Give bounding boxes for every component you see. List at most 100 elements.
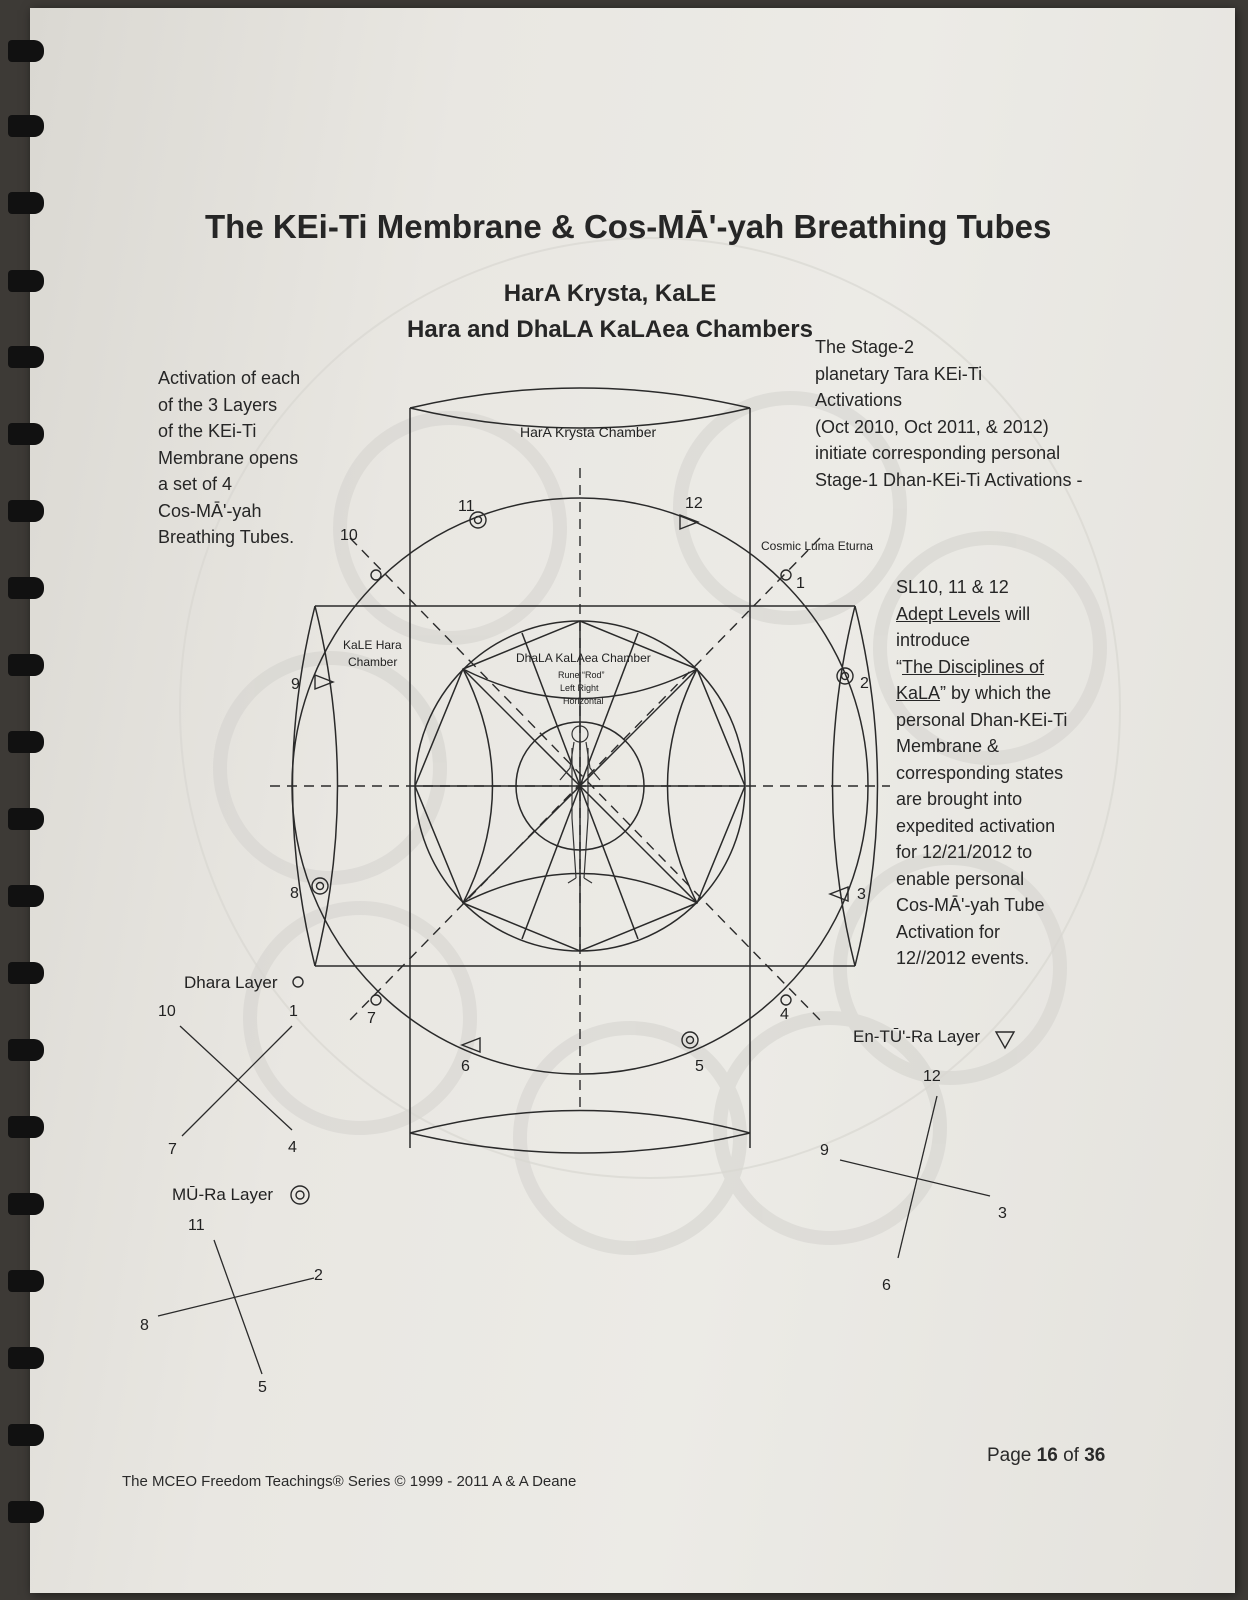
right-note-line: Cos-MĀ'-yah Tube: [896, 895, 1045, 915]
dhara-number: 1: [289, 1003, 298, 1020]
footer-copyright: The MCEO Freedom Teachings® Series © 199…: [122, 1473, 577, 1490]
cosmic-luma-label: Cosmic Luma Eturna: [761, 539, 873, 553]
top-right-note-line: initiate corresponding personal: [815, 443, 1061, 463]
right-note-text: ” by which the: [940, 683, 1052, 703]
right-note-line: SL10, 11 & 12: [896, 577, 1009, 597]
ring-number: 1: [796, 575, 805, 592]
binding-ring: [8, 1039, 44, 1061]
bleed-through-artwork: [179, 237, 1121, 1255]
left-note-line: of the 3 Layers: [158, 394, 278, 415]
subtitle-line-1: HarA Krysta, KaLE: [503, 280, 717, 307]
ring-number: 8: [290, 885, 299, 902]
binding-ring: [8, 808, 44, 830]
dhara-layer-icon: [292, 976, 304, 988]
right-note-line: “The Disciplines of: [896, 654, 1067, 681]
left-note: Activation of each of the 3 Layers of th…: [158, 365, 300, 551]
ring-number: 7: [367, 1010, 376, 1027]
ring-number: 5: [695, 1058, 704, 1075]
right-note: SL10, 11 & 12 Adept Levels will introduc…: [896, 574, 1067, 972]
binding-ring: [8, 654, 44, 676]
page-number-middle: of: [1057, 1445, 1085, 1466]
rune-rod-label: Left Right: [560, 683, 599, 693]
binding-ring: [8, 1347, 44, 1369]
mura-number: 2: [314, 1267, 323, 1284]
mura-number: 8: [140, 1317, 149, 1334]
mura-number: 11: [188, 1217, 205, 1234]
dhara-number: 7: [168, 1141, 177, 1158]
right-note-line: 12//2012 events.: [896, 948, 1030, 968]
entura-number: 3: [998, 1205, 1007, 1222]
binding-ring: [8, 40, 44, 62]
ring-number: 2: [860, 675, 869, 692]
binding-ring: [8, 500, 44, 522]
dhara-number: 10: [158, 1003, 176, 1020]
top-right-note-line: Activations: [815, 390, 903, 410]
right-note-line: expedited activation: [896, 815, 1056, 836]
left-note-line: Activation of each: [158, 368, 301, 388]
dhara-layer-label: Dhara Layer: [184, 973, 278, 992]
ring-number: 10: [340, 527, 358, 544]
page-number-current: 16: [1036, 1445, 1058, 1466]
top-right-note-line: planetary Tara KEi-Ti: [815, 363, 983, 384]
entura-number: 6: [882, 1277, 891, 1294]
keiti-membrane-diagram: HarA Krysta Chamber KaLE Hara Chamber Dh…: [140, 387, 1016, 1396]
page-title: The KEi-Ti Membrane & Cos-MĀ'-yah Breath…: [205, 208, 1052, 245]
page-number-prefix: Page: [987, 1445, 1037, 1466]
left-note-line: Membrane opens: [158, 447, 299, 468]
spiral-binding: [8, 20, 52, 1580]
dhala-chamber-label: DhaLA KaLAea Chamber: [516, 651, 651, 665]
top-right-note-line: Stage-1 Dhan-KEi-Ti Activations -: [815, 469, 1083, 490]
binding-ring: [8, 1424, 44, 1446]
entura-layer-label: En-TŪ'-Ra Layer: [853, 1027, 980, 1046]
ring-number: 12: [685, 495, 703, 512]
ring-number: 11: [458, 498, 475, 515]
right-note-line: are brought into: [896, 789, 1023, 809]
binding-ring: [8, 1193, 44, 1215]
right-note-line: corresponding states: [896, 762, 1064, 783]
kale-hara-chamber-label: KaLE Hara: [343, 638, 402, 652]
document-page: The KEi-Ti Membrane & Cos-MĀ'-yah Breath…: [30, 8, 1235, 1593]
binding-ring: [8, 192, 44, 214]
binding-ring: [8, 1501, 44, 1523]
left-note-line: Breathing Tubes.: [158, 527, 295, 547]
disciplines-title: KaLA: [896, 683, 941, 703]
right-note-line: Adept Levels will: [896, 601, 1067, 628]
quote-mark: “: [896, 656, 902, 677]
kale-hara-chamber-label: Chamber: [348, 655, 397, 669]
top-right-note: The Stage-2 planetary Tara KEi-Ti Activa…: [815, 334, 1082, 493]
hara-krysta-chamber-label: HarA Krysta Chamber: [520, 424, 656, 440]
top-right-note-line: The Stage-2: [815, 337, 915, 357]
ring-number: 4: [780, 1006, 789, 1023]
right-note-line: Activation for: [896, 921, 1001, 942]
disciplines-title: The Disciplines of: [902, 656, 1045, 677]
binding-ring: [8, 115, 44, 137]
binding-ring: [8, 731, 44, 753]
binding-ring: [8, 885, 44, 907]
right-note-line: for 12/21/2012 to: [896, 842, 1033, 862]
right-note-text: will: [1000, 603, 1031, 624]
left-note-line: a set of 4: [158, 474, 233, 494]
right-note-line: KaLA” by which the: [896, 680, 1067, 707]
entura-number: 12: [923, 1068, 941, 1085]
rune-rod-label: Horizontal: [563, 696, 604, 706]
dhara-number: 4: [288, 1139, 297, 1156]
right-note-line: Membrane &: [896, 736, 1000, 756]
right-note-line: enable personal: [896, 868, 1025, 889]
entura-layer-icon: [994, 1031, 1016, 1050]
entura-number: 9: [820, 1142, 829, 1159]
ring-number: 3: [857, 886, 866, 903]
binding-ring: [8, 1270, 44, 1292]
left-note-line: of the KEi-Ti: [158, 421, 257, 441]
mura-number: 5: [258, 1379, 267, 1396]
binding-ring: [8, 1116, 44, 1138]
binding-ring: [8, 423, 44, 445]
right-note-line: introduce: [896, 630, 971, 650]
mura-layer-label: MŪ-Ra Layer: [172, 1185, 273, 1204]
right-note-line: personal Dhan-KEi-Ti: [896, 709, 1068, 730]
page-number: Page 16 of 36: [987, 1445, 1105, 1467]
binding-ring: [8, 270, 44, 292]
page-number-total: 36: [1084, 1445, 1106, 1466]
top-right-note-line: (Oct 2010, Oct 2011, & 2012): [815, 416, 1049, 437]
ring-number: 6: [461, 1058, 470, 1075]
left-note-line: Cos-MĀ'-yah: [158, 500, 262, 521]
